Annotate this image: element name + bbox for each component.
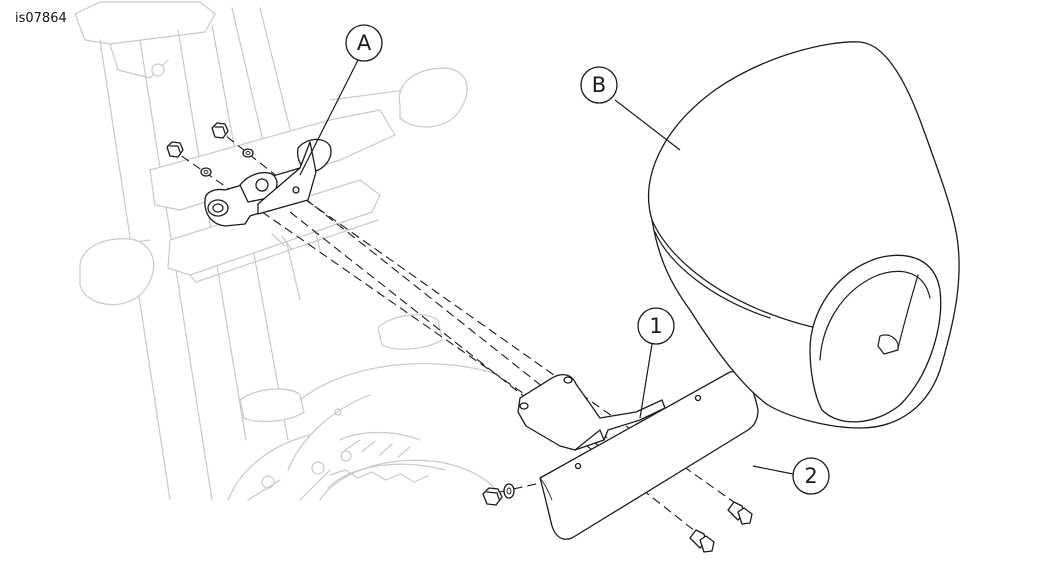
figure-id: is07864 [15, 11, 67, 26]
callout-2-label: 2 [804, 464, 817, 488]
bolt-lower-right [727, 501, 753, 525]
washer-upper-right [242, 148, 254, 158]
headlamp-nacelle [648, 41, 960, 429]
hex-nut-lower-left [482, 487, 503, 506]
callout-a: A [299, 24, 383, 176]
washer-upper-left [200, 167, 212, 177]
callout-1-label: 1 [649, 314, 662, 338]
upper-fasteners [166, 122, 254, 177]
visor-bracket [517, 373, 666, 451]
bolt-lower-center [689, 529, 715, 553]
callout-1: 1 [637, 307, 675, 419]
mounting-bracket-assembly [204, 138, 332, 227]
washer-lower-left [503, 483, 515, 499]
callout-a-label: A [357, 31, 372, 55]
callout-2: 2 [752, 457, 830, 495]
callout-b-label: B [592, 73, 606, 97]
callout-b: B [580, 66, 681, 151]
hex-nut-upper-right [211, 122, 229, 139]
motorcycle-context [74, 1, 501, 501]
hex-nut-upper-left [166, 141, 184, 158]
